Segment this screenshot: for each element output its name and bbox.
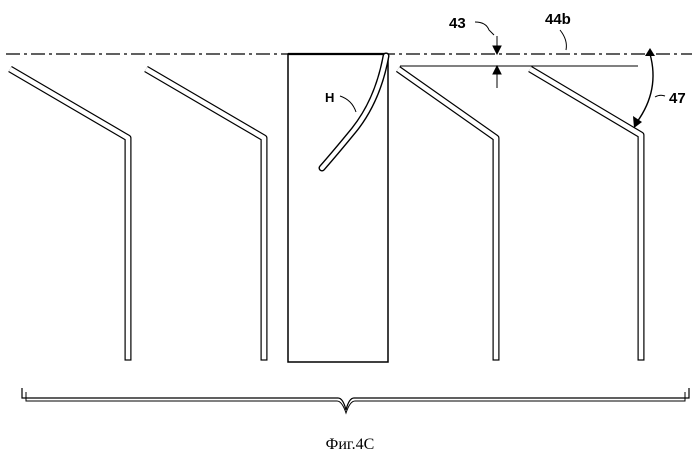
bristle-4	[530, 69, 645, 360]
bottom-brace	[22, 388, 689, 410]
bristle-3	[398, 69, 500, 360]
offset-43-arrows	[493, 36, 501, 88]
figure-caption: Фиг.4C	[326, 436, 375, 453]
label-h: H	[325, 90, 334, 105]
label-43: 43	[449, 15, 466, 32]
bristle-2	[146, 69, 268, 360]
leader-44b	[560, 30, 566, 50]
angle-47-arc	[633, 48, 655, 128]
leader-43	[475, 22, 494, 35]
leader-47	[655, 95, 665, 97]
label-47: 47	[669, 90, 686, 107]
label-44b: 44b	[545, 11, 571, 28]
bristle-1	[10, 69, 132, 360]
